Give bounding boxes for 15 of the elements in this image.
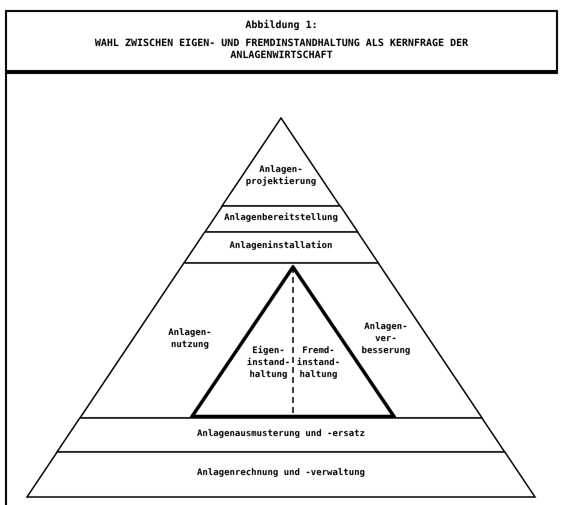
pyramid-layer	[27, 452, 535, 497]
layer-label: Anlagenbereitstellung	[223, 212, 339, 224]
pyramid-layer	[184, 232, 378, 263]
pyramid-layer	[57, 418, 505, 452]
layer-label: Anlagen- ver- besserung	[360, 321, 412, 357]
figure-number: Abbildung 1:	[245, 20, 318, 32]
pyramid-layer	[204, 206, 358, 232]
layer-label: Fremd- instand- haltung	[296, 345, 341, 381]
layer-label: Anlagenausmusterung und -ersatz	[196, 428, 366, 440]
layer-label: Anlagen- nutzung	[167, 327, 213, 351]
layer-label: Eigen- instand- haltung	[246, 345, 291, 381]
layer-label: Anlagenrechnung und -verwaltung	[196, 467, 366, 479]
layer-label: Anlagen- projektierung	[244, 164, 318, 188]
figure-title: WAHL ZWISCHEN EIGEN- UND FREMDINSTANDHALTUNG ALS KERNFRAGE DER ANLAGENWIRTSCHAFT	[94, 38, 470, 62]
layer-label: Anlageninstallation	[228, 240, 334, 252]
